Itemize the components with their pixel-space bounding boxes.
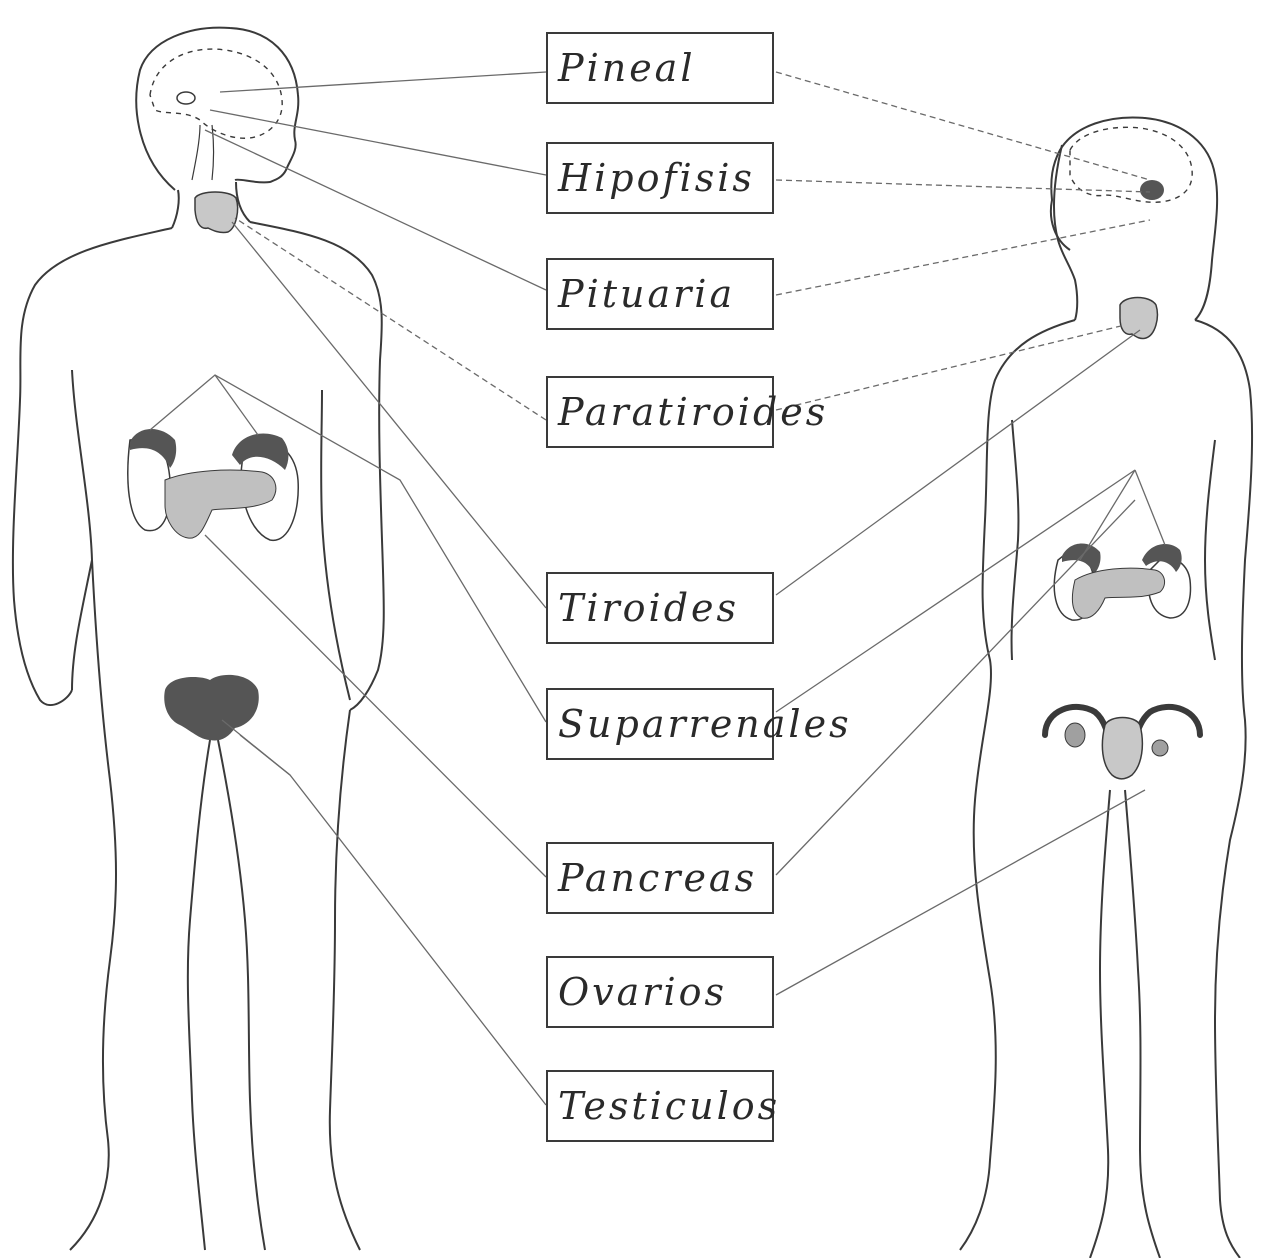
label-pineal-text: Pineal — [558, 46, 696, 90]
female-face — [1054, 145, 1077, 320]
leader-suprarrenales-male — [150, 375, 546, 722]
male-testes — [164, 675, 259, 741]
label-pineal: Pineal — [546, 32, 774, 104]
male-left-adrenal — [130, 429, 176, 468]
label-paratiroides: Paratiroides — [546, 376, 774, 448]
label-ovarios: Ovarios — [546, 956, 774, 1028]
leader-pituaria-female — [776, 220, 1150, 295]
female-thyroid — [1120, 298, 1157, 339]
label-paratiroides-text: Paratiroides — [558, 390, 828, 434]
female-pituitary-gland — [1140, 180, 1164, 200]
female-pancreas — [1072, 568, 1164, 618]
leader-pituaria-male — [205, 130, 546, 290]
leader-hipofisis-male — [210, 110, 546, 175]
male-neck-right — [236, 182, 250, 222]
label-suprarrenales: Suparrenales — [546, 688, 774, 760]
male-right-leg — [330, 710, 360, 1250]
male-pineal-gland — [177, 92, 195, 104]
label-tiroides-text: Tiroides — [558, 586, 739, 630]
leader-ovarios-female — [776, 790, 1145, 995]
female-right-ovary — [1152, 740, 1168, 756]
male-right-adrenal — [232, 433, 288, 470]
leader-paratiroides-female — [776, 325, 1125, 410]
male-right-arm — [250, 222, 384, 710]
female-left-ovary — [1065, 723, 1085, 747]
label-hipofisis-text: Hipofisis — [558, 156, 755, 200]
female-left-shoulder — [960, 320, 1075, 1250]
female-inner-right-leg — [1125, 790, 1160, 1258]
male-pancreas — [165, 470, 276, 538]
male-neck-left — [172, 190, 179, 228]
leader-suprarrenales-female-2 — [1135, 470, 1165, 545]
leader-suprarrenales-male-2 — [215, 375, 258, 435]
female-right-adrenal — [1142, 544, 1182, 572]
female-right-shoulder — [1195, 320, 1252, 1258]
leader-pineal-male — [220, 72, 546, 92]
leader-hipofisis-female — [776, 180, 1150, 192]
male-inner-left-leg — [188, 740, 210, 1250]
label-pancreas: Pancreas — [546, 842, 774, 914]
leader-testiculos-male-2 — [222, 720, 290, 775]
leader-testiculos-male — [240, 735, 546, 1105]
male-left-leg — [70, 560, 116, 1250]
female-left-waist — [1012, 420, 1019, 660]
leader-tiroides-male — [232, 222, 546, 608]
female-inner-left-leg — [1090, 790, 1110, 1258]
label-testiculos: Testiculos — [546, 1070, 774, 1142]
label-hipofisis: Hipofisis — [546, 142, 774, 214]
label-testiculos-text: Testiculos — [558, 1084, 780, 1128]
male-brainstem — [192, 125, 200, 180]
label-ovarios-text: Ovarios — [558, 970, 727, 1014]
male-inner-right-leg — [218, 740, 265, 1250]
male-left-inner-arm — [72, 370, 92, 690]
leader-pineal-female — [776, 72, 1150, 180]
label-pituaria-text: Pituaria — [558, 272, 735, 316]
female-right-waist — [1205, 440, 1215, 660]
leader-paratiroides-male — [235, 218, 546, 420]
male-right-inner-arm — [321, 390, 350, 700]
label-pancreas-text: Pancreas — [558, 856, 757, 900]
label-suprarrenales-text: Suparrenales — [558, 702, 852, 746]
female-uterus — [1102, 718, 1142, 779]
male-thyroid — [195, 192, 238, 233]
male-head-outline — [136, 28, 298, 190]
label-tiroides: Tiroides — [546, 572, 774, 644]
male-brain — [150, 49, 282, 138]
label-pituaria: Pituaria — [546, 258, 774, 330]
female-figure — [960, 117, 1252, 1258]
male-left-arm — [13, 228, 172, 705]
